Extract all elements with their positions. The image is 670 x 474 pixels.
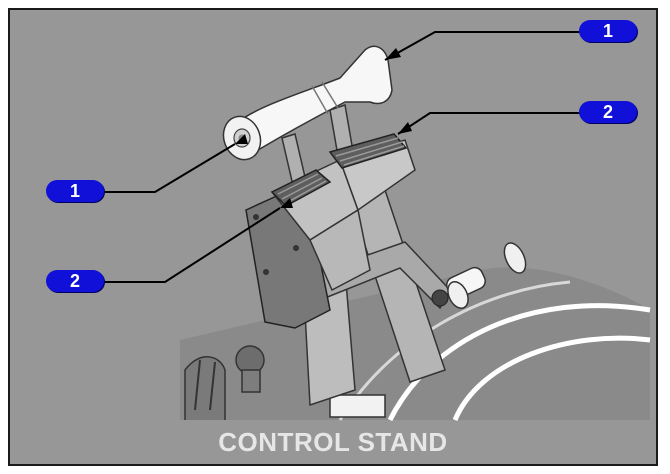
arrow-heads <box>235 48 412 208</box>
callout-badge: 2 <box>46 270 104 292</box>
callout-badge: 1 <box>579 20 637 42</box>
side-arm <box>309 241 527 310</box>
callout-badge: 1 <box>46 180 104 202</box>
diagram-frame: 1 2 1 2 CONTROL STAND <box>8 8 658 466</box>
figure-caption: CONTROL STAND <box>218 427 448 457</box>
grip-pads <box>270 133 408 207</box>
control-stand-illustration <box>102 31 651 422</box>
callout-badge: 2 <box>579 101 637 123</box>
leader-lines <box>102 31 580 283</box>
